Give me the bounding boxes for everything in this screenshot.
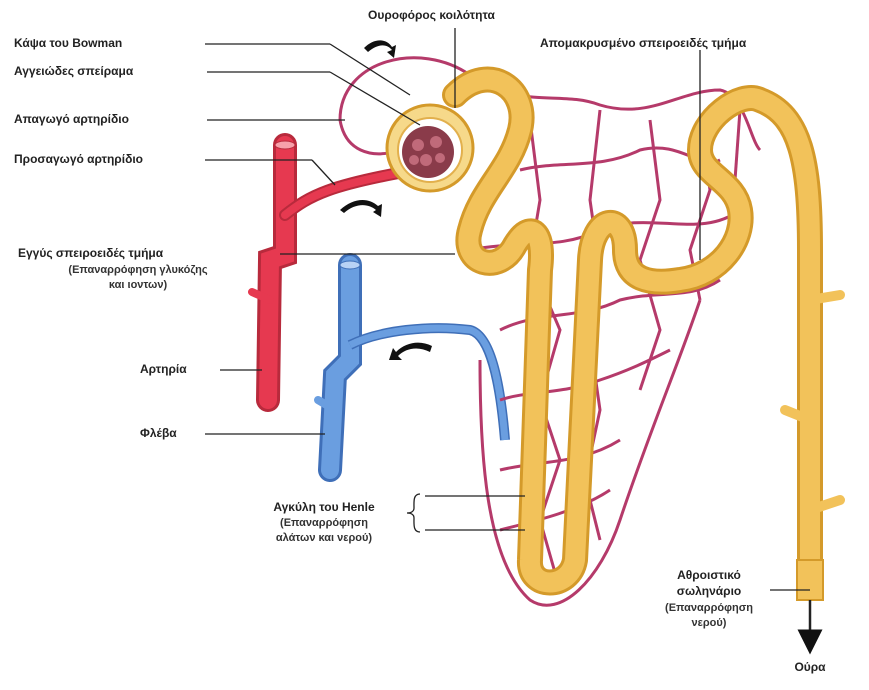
label-urine: Ούρα [780,660,840,674]
label-afferent-arteriole: Προσαγωγό αρτηρίδιο [14,152,143,166]
label-loop-of-henle-note-1: (Επαναρρόφηση [240,516,408,530]
label-efferent-arteriole: Απαγωγό αρτηρίδιο [14,112,129,126]
flow-arrow-icon [340,200,382,217]
label-urinary-space: Ουροφόρος κοιλότητα [368,8,495,22]
label-collecting-duct-2: σωληνάριο [650,584,768,598]
label-proximal-tubule: Εγγύς σπειροειδές τμήμα [18,246,163,260]
label-proximal-tubule-note-1: (Επαναρρόφηση γλυκόζης [18,263,258,277]
label-collecting-duct-1: Αθροιστικό [650,568,768,582]
label-glomerulus: Αγγειώδες σπείραμα [14,64,133,78]
vein-vessel [318,261,505,470]
glomerulus [402,126,454,178]
label-loop-of-henle-note-2: αλάτων και νερού) [240,531,408,545]
flow-arrow-icon [389,343,432,360]
label-artery: Αρτηρία [140,362,187,376]
label-vein: Φλέβα [140,426,177,440]
label-bowman-capsule: Κάψα του Bowman [14,36,122,50]
label-collecting-duct-note-1: (Επαναρρόφηση [650,601,768,615]
label-collecting-duct-note-2: νερού) [650,616,768,630]
label-proximal-tubule-note-2: και ιοντων) [18,278,258,292]
label-distal-tubule: Απομακρυσμένο σπειροειδές τμήμα [540,36,746,50]
label-loop-of-henle: Αγκύλη του Henle [240,500,408,514]
flow-arrow-icon [364,40,396,58]
renal-tubule [455,80,840,600]
